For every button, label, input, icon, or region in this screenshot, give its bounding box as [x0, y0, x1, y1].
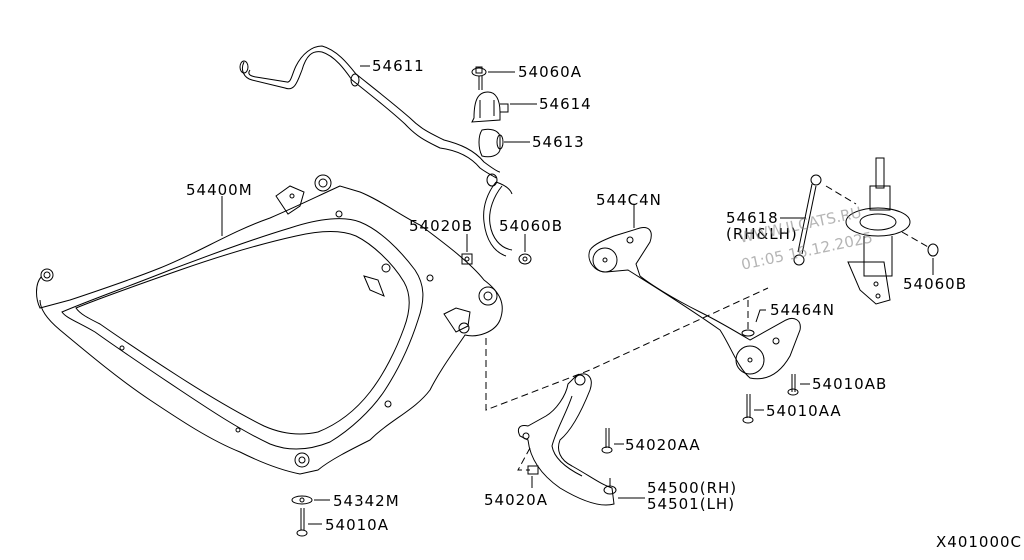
bushing-54613[interactable]	[478, 128, 504, 158]
part-label-544C4N[interactable]: 544C4N	[596, 191, 662, 209]
bolt-54010AB[interactable]	[787, 374, 799, 396]
assembly-guide-line	[485, 287, 769, 411]
part-label-54060B-nut[interactable]: 54060B	[499, 217, 564, 235]
part-label-54618-note: (RH&LH)	[726, 225, 798, 243]
part-label-54020AA[interactable]: 54020AA	[625, 436, 701, 454]
part-label-54010AA[interactable]: 54010AA	[766, 402, 842, 420]
part-label-54060A[interactable]: 54060A	[518, 63, 582, 81]
part-label-54500[interactable]: 54500(RH)	[647, 479, 738, 497]
part-label-54618[interactable]: 54618	[726, 209, 779, 227]
bolt-54010A[interactable]	[296, 508, 308, 537]
lower-arm[interactable]	[517, 373, 617, 506]
part-label-54010AB[interactable]: 54010AB	[812, 375, 888, 393]
part-label-54342M[interactable]: 54342M	[333, 492, 400, 510]
washer-54342M[interactable]	[291, 495, 313, 505]
part-label-54464N[interactable]: 54464N	[770, 301, 835, 319]
part-label-54501[interactable]: 54501(LH)	[647, 495, 736, 513]
part-label-54010A[interactable]: 54010A	[325, 516, 389, 534]
front-suspension-member[interactable]	[36, 174, 503, 475]
bolt-54060A[interactable]	[471, 66, 487, 90]
stay-member-544C4N[interactable]	[588, 227, 801, 380]
part-label-54020B[interactable]: 54020B	[409, 217, 474, 235]
bolt-54020AA[interactable]	[601, 428, 613, 454]
stabilizer-bar[interactable]	[239, 45, 513, 257]
part-label-54020A[interactable]: 54020A	[484, 491, 548, 509]
part-label-54611[interactable]: 54611	[372, 57, 425, 75]
part-label-54613[interactable]: 54613	[532, 133, 585, 151]
part-label-54400M[interactable]: 54400M	[186, 181, 253, 199]
strut-assembly[interactable]	[845, 157, 911, 305]
strut-nut-54060B[interactable]	[927, 243, 939, 257]
nut-54020B[interactable]	[461, 253, 473, 265]
washer-54464N[interactable]	[741, 329, 755, 337]
clamp-54614[interactable]	[471, 91, 509, 123]
drawing-code: X401000C	[936, 533, 1023, 551]
part-label-54060B-strut[interactable]: 54060B	[903, 275, 968, 293]
bolt-54020A[interactable]	[527, 465, 539, 475]
part-label-54614[interactable]: 54614	[539, 95, 592, 113]
nut-54060B[interactable]	[518, 253, 532, 265]
bolt-54010AA[interactable]	[742, 394, 754, 424]
